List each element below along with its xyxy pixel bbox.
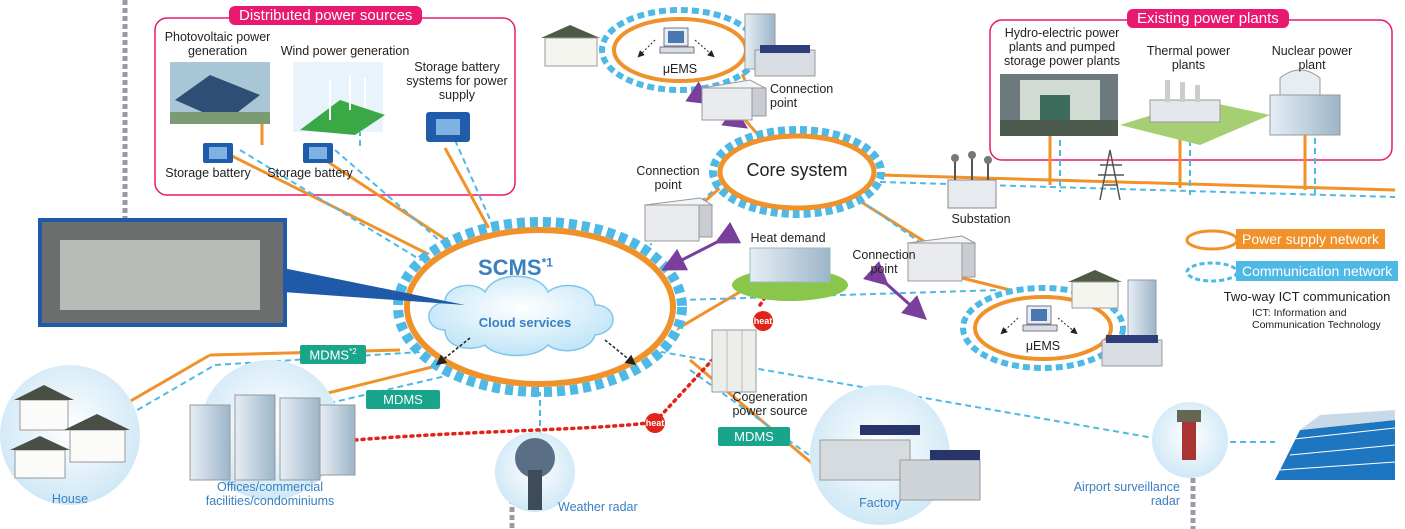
connection-cabinet-right: [906, 235, 977, 282]
cloud-label: Cloud services: [478, 315, 572, 330]
connection-point-right-label: Connection point: [852, 248, 916, 276]
legend-ict-note: ICT: Information and Communication Techn…: [1252, 307, 1381, 331]
houses-image: [10, 385, 130, 479]
mdms-box-3: MDMS: [718, 427, 790, 446]
storage-supply-label: Storage battery systems for power supply: [406, 60, 508, 102]
factory-label: Factory: [859, 496, 901, 510]
offices-image: [189, 394, 356, 481]
wind-label: Wind power generation: [280, 44, 410, 58]
connection-cabinet-top: [700, 79, 767, 121]
wind-turbines-image: [293, 62, 385, 135]
house-icon: [541, 25, 600, 67]
house-label: House: [51, 492, 89, 506]
core-system-label: Core system: [746, 160, 848, 180]
uems-right-label: μEMS: [1025, 339, 1061, 353]
inset-pointer: [283, 268, 465, 305]
substation-label: Substation: [951, 212, 1011, 226]
computer-icon: [637, 27, 715, 58]
weather-radar-image: [515, 438, 555, 510]
cogeneration-label: Cogeneration power source: [732, 390, 808, 418]
mdms-box-1: MDMS*2: [300, 345, 366, 365]
offices-label: Offices/commercial facilities/condominiu…: [205, 480, 335, 508]
pv-panels-image: [170, 62, 270, 124]
core-ring: [717, 133, 877, 211]
storage-battery-small-1: [203, 143, 233, 163]
storage-battery-label-1: Storage battery: [165, 166, 251, 180]
legend-power-swatch: [1185, 229, 1239, 251]
scms-label: SCMS*1: [478, 255, 618, 281]
hydro-label: Hydro-electric power plants and pumped s…: [1003, 26, 1121, 68]
heat-demand-label: Heat demand: [750, 231, 826, 245]
pylon-icon: [1098, 149, 1124, 201]
hydro-plant-image: [1000, 74, 1118, 136]
pv-label: Photovoltaic power generation: [164, 30, 271, 58]
substation-icon: [947, 151, 997, 209]
cogeneration-image: [711, 329, 757, 393]
airport-label: Airport surveillance radar: [1073, 480, 1180, 508]
scms-note: *1: [541, 255, 553, 270]
connection-point-top-label: Connection point: [770, 82, 834, 110]
nuclear-plant-image: [1269, 69, 1341, 136]
connection-point-left-label: Connection point: [636, 164, 700, 192]
nuclear-label: Nuclear power plant: [1271, 44, 1353, 72]
legend-comm-label: Communication network: [1236, 261, 1399, 281]
scms-text: SCMS: [478, 255, 542, 280]
legend-power-label: Power supply network: [1236, 229, 1385, 249]
heat-badge-1: heat: [753, 311, 773, 331]
connection-cabinet-left: [643, 197, 714, 242]
datacenter-photo-building: [60, 240, 260, 310]
factory-image: [819, 425, 981, 501]
uems-top-label: μEMS: [662, 62, 698, 76]
existing-title: Existing power plants: [1127, 9, 1289, 28]
cloud-shape: [428, 275, 614, 357]
distributed-title: Distributed power sources: [229, 6, 423, 25]
mdms-text-1: MDMS: [309, 347, 350, 363]
legend-comm-swatch: [1185, 261, 1239, 283]
storage-battery-small-2: [303, 143, 333, 163]
storage-battery-label-2: Storage battery: [267, 166, 353, 180]
weather-label: Weather radar: [558, 500, 638, 514]
arrow-cloud-right: [604, 339, 637, 366]
solar-building-icon: [1101, 335, 1163, 367]
runway-image: [1275, 410, 1396, 480]
storage-battery-image: [426, 112, 470, 142]
arrow-cloud-left: [435, 337, 471, 366]
thermal-plant-image: [1120, 80, 1270, 145]
mdms-note-1: *2: [349, 347, 357, 356]
mdms-box-2: MDMS: [366, 390, 440, 409]
house-icon: [1068, 270, 1122, 309]
legend-two-way: Two-way ICT communication: [1223, 289, 1391, 304]
heat-badge-2: heat: [645, 413, 665, 433]
airport-radar-image: [1177, 410, 1201, 460]
computer-icon: [1000, 305, 1078, 335]
building-icon: [1127, 279, 1157, 339]
thermal-label: Thermal power plants: [1146, 44, 1231, 72]
solar-building-icon: [754, 45, 816, 77]
heat-demand-image: [732, 247, 848, 301]
